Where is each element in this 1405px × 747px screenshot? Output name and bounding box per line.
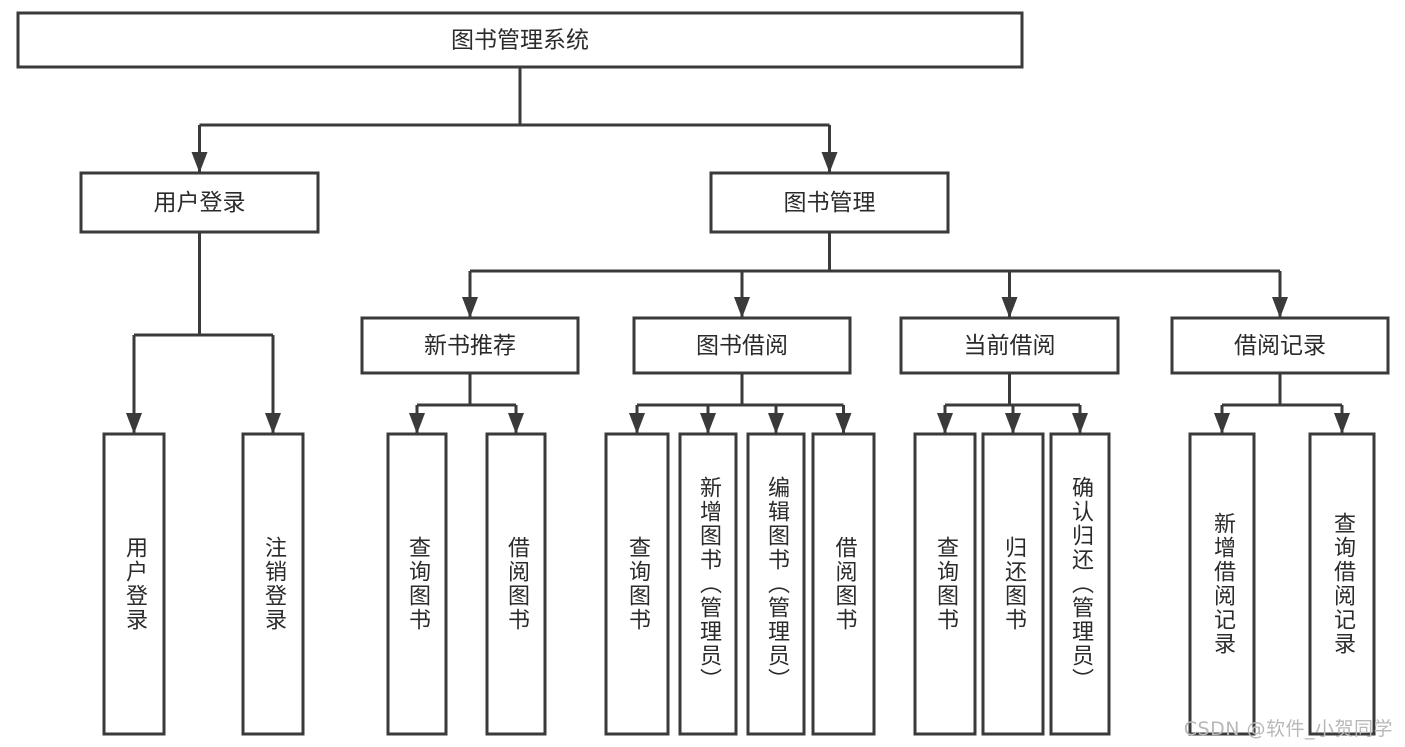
csdn-watermark: CSDN @软件_小贺同学: [1183, 718, 1393, 740]
node-leaf-logout[interactable]: [241, 432, 305, 736]
node-leaf-return-book[interactable]: [981, 432, 1045, 736]
node-book-manage[interactable]: [709, 171, 950, 234]
node-new-book-recommend[interactable]: [360, 316, 580, 375]
node-leaf-add-record[interactable]: [1188, 432, 1256, 736]
conn-book-borrow-arrowhead-0: [629, 413, 645, 434]
conn-book-borrow-arrowhead-3: [835, 413, 852, 434]
conn-root-arrowhead-1: [821, 152, 838, 173]
node-leaf-query-book-3[interactable]: [913, 432, 977, 736]
conn-current-borrow-arrowhead-1: [1005, 413, 1021, 434]
conn-book-manage-arrowhead-3: [1272, 297, 1288, 318]
conn-book-manage-arrowhead-1: [734, 297, 750, 318]
conn-new-book-arrowhead-0: [409, 413, 425, 434]
node-leaf-query-book-2[interactable]: [604, 432, 670, 736]
node-book-borrow[interactable]: [632, 316, 852, 375]
node-label-root: 图书管理系统: [451, 28, 589, 54]
node-label-borrow-record: 借阅记录: [1234, 333, 1326, 359]
node-leaf-confirm-return[interactable]: [1049, 432, 1111, 736]
conn-book-manage-arrowhead-2: [1001, 297, 1018, 318]
node-leaf-borrow-book-2[interactable]: [811, 432, 876, 736]
node-label-user-login: 用户登录: [154, 190, 246, 216]
node-leaf-borrow-book-1[interactable]: [485, 432, 547, 736]
node-label-book-manage: 图书管理: [784, 190, 876, 216]
node-leaf-query-record[interactable]: [1308, 432, 1376, 736]
conn-user-login-arrowhead-1: [265, 413, 281, 434]
conn-root-arrowhead-0: [191, 152, 208, 173]
conn-borrow-record-arrowhead-1: [1334, 413, 1350, 434]
conn-book-manage-arrowhead-0: [462, 297, 478, 318]
node-leaf-edit-book[interactable]: [746, 432, 806, 736]
node-label-new-book-recommend: 新书推荐: [424, 333, 516, 359]
conn-book-borrow-arrowhead-2: [768, 413, 784, 434]
conn-borrow-record-arrowhead-0: [1214, 413, 1230, 434]
node-leaf-query-book-1[interactable]: [386, 432, 448, 736]
node-leaf-add-book[interactable]: [678, 432, 738, 736]
conn-new-book-arrowhead-1: [508, 413, 524, 434]
connector-layer: [126, 67, 1350, 434]
node-user-login[interactable]: [79, 171, 320, 234]
conn-current-borrow-arrowhead-2: [1072, 413, 1088, 434]
node-label-current-borrow: 当前借阅: [964, 333, 1056, 359]
conn-user-login-arrowhead-0: [126, 413, 142, 434]
conn-book-borrow-arrowhead-1: [700, 413, 716, 434]
node-box-layer: [16, 11, 1390, 736]
node-borrow-record[interactable]: [1170, 316, 1390, 375]
node-label-book-borrow: 图书借阅: [696, 333, 788, 359]
node-current-borrow[interactable]: [899, 316, 1120, 375]
conn-current-borrow-arrowhead-0: [937, 413, 953, 434]
node-root-root[interactable]: [16, 11, 1024, 69]
node-leaf-user-login[interactable]: [102, 432, 166, 736]
